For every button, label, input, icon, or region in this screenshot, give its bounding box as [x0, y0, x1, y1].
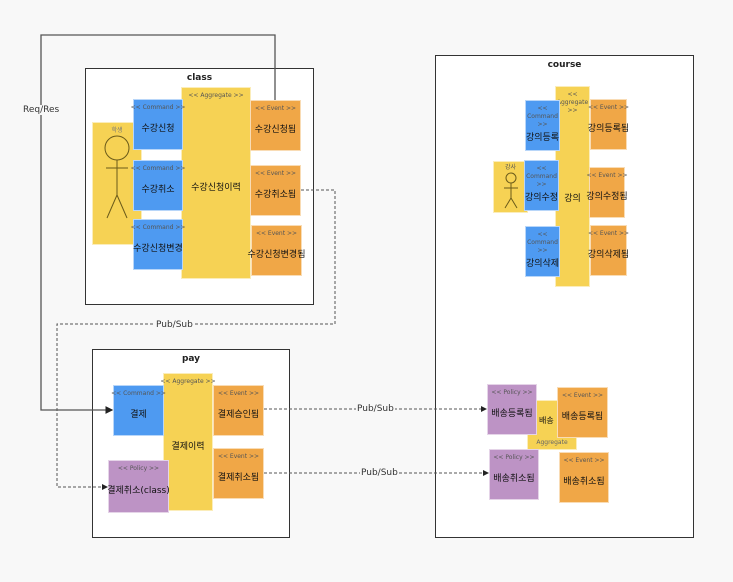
stereotype: << Policy >> — [117, 465, 160, 472]
sticker-name: 강의수정됨 — [586, 192, 628, 202]
sticker-name: 결제취소됨 — [217, 473, 260, 483]
stereotype: << Event >> — [563, 457, 605, 464]
command-sticker[interactable]: << Command >> 강의등록 — [525, 100, 560, 151]
actor-instructor[interactable]: 강사 — [493, 161, 528, 213]
stereotype: << Event >> — [255, 230, 298, 237]
stereotype: << Command >> — [130, 165, 186, 172]
stereotype: << Event >> — [254, 170, 297, 177]
stereotype: << Command >> — [111, 390, 166, 397]
sticker-name: 강의등록 — [525, 133, 560, 143]
stereotype: << Aggregate >> — [160, 378, 216, 385]
stereotype: << Aggregate >> — [188, 92, 244, 99]
event-sticker[interactable]: << Event >> 수강취소됨 — [250, 165, 301, 216]
stereotype: << Event >> — [561, 392, 604, 399]
sticker-name: 강의삭제 — [525, 259, 560, 269]
event-sticker[interactable]: << Event >> 강의등록됨 — [587, 99, 630, 150]
sticker-name: 배송등록됨 — [491, 409, 533, 419]
context-title: course — [547, 60, 582, 70]
sticker-name: 강의 — [564, 194, 581, 204]
policy-sticker[interactable]: << Policy >> 배송취소됨 — [489, 449, 539, 500]
event-sticker[interactable]: << Event >> 배송등록됨 — [557, 387, 608, 438]
stereotype: << Event >> — [587, 104, 630, 111]
policy-sticker[interactable]: << Policy >> 결제취소(class) — [107, 460, 170, 513]
sticker-name: 배송취소됨 — [493, 474, 535, 484]
stereotype: << Policy >> — [493, 454, 535, 461]
person-icon — [104, 135, 130, 219]
sticker-name: 결제 — [130, 410, 147, 420]
command-sticker[interactable]: << Command >> 결제 — [111, 385, 166, 436]
sticker-name: 수강신청변경됨 — [247, 250, 306, 260]
sticker-name: 수강신청이력 — [191, 182, 241, 193]
command-sticker[interactable]: << Command >> 강의수정 — [524, 160, 559, 211]
person-icon — [503, 172, 518, 209]
stereotype: << Command >> — [526, 165, 557, 188]
policy-sticker[interactable]: << Policy >> 배송등록됨 — [487, 384, 537, 435]
stereotype: << Command >> — [130, 224, 186, 231]
event-sticker[interactable]: << Event >> 결제승인됨 — [213, 385, 264, 436]
stereotype: << Event >> — [254, 105, 297, 112]
event-sticker[interactable]: << Event >> 강의삭제됨 — [587, 225, 630, 276]
command-sticker[interactable]: << Command >> 수강취소 — [130, 160, 186, 211]
sticker-name: 결제취소(class) — [107, 486, 170, 496]
sticker-name: 결제승인됨 — [217, 410, 260, 420]
context-title: class — [186, 73, 213, 83]
sticker-name: 수강신청변경 — [133, 244, 183, 254]
req-res-label: Req/Res — [22, 105, 61, 115]
event-sticker[interactable]: << Event >> 배송취소됨 — [559, 452, 609, 503]
stereotype: << Command >> — [527, 105, 558, 128]
stereotype: << Aggregate >> — [556, 91, 589, 114]
stereotype: << Command >> — [130, 104, 186, 111]
stereotype: << Event >> — [217, 453, 260, 460]
stereotype: << Event >> — [587, 230, 630, 237]
event-sticker[interactable]: << Event >> 수강신청변경됨 — [248, 225, 305, 276]
sticker-name: 수강취소됨 — [254, 190, 297, 200]
stereotype: << Event >> — [586, 172, 628, 179]
command-sticker[interactable]: << Command >> 수강신청 — [130, 99, 186, 150]
sticker-name: 수강신청 — [141, 124, 175, 134]
sticker-name: 강의삭제됨 — [587, 250, 630, 260]
sticker-name: 배송 — [539, 416, 554, 425]
actor-label: 강사 — [504, 164, 517, 171]
pub-sub-line-1 — [56, 189, 336, 490]
stereotype: << Event >> — [217, 390, 260, 397]
command-sticker[interactable]: << Command >> 강의삭제 — [525, 226, 560, 277]
pub-sub-label: Pub/Sub — [155, 320, 194, 330]
pub-sub-label: Pub/Sub — [356, 404, 395, 414]
sticker-name: 배송등록됨 — [561, 412, 604, 422]
actor-label: 학생 — [111, 127, 123, 134]
sticker-name: 결제이력 — [171, 441, 205, 452]
pub-sub-label: Pub/Sub — [360, 468, 399, 478]
stereotype: << Command >> — [527, 231, 558, 254]
sticker-name: 강의수정 — [524, 193, 559, 203]
sticker-name: 배송취소됨 — [563, 477, 605, 487]
req-res-line — [40, 34, 276, 414]
event-sticker[interactable]: << Event >> 수강신청됨 — [250, 100, 301, 151]
context-title: pay — [181, 354, 201, 364]
event-sticker[interactable]: << Event >> 강의수정됨 — [586, 167, 628, 218]
sticker-name: 강의등록됨 — [587, 124, 630, 134]
command-sticker[interactable]: << Command >> 수강신청변경 — [130, 219, 186, 270]
event-sticker[interactable]: << Event >> 결제취소됨 — [213, 448, 264, 499]
sticker-name: 수강취소 — [141, 185, 175, 195]
stereotype: Aggregate — [536, 439, 568, 446]
aggregate-sticker[interactable]: << Aggregate >> 결제이력 — [160, 373, 216, 511]
stereotype: << Policy >> — [491, 389, 533, 396]
aggregate-sticker[interactable]: << Aggregate >> 수강신청이력 — [181, 87, 251, 279]
sticker-name: 수강신청됨 — [254, 125, 297, 135]
